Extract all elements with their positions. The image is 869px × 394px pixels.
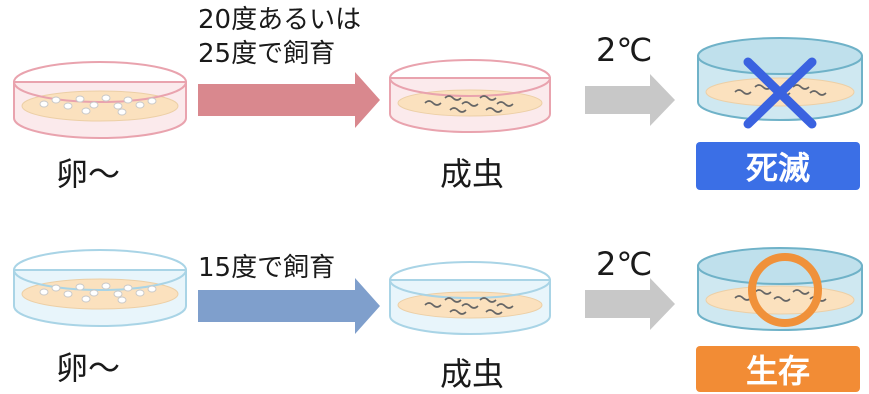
cross-icon bbox=[743, 57, 817, 129]
arrow-rearing-cool bbox=[198, 278, 380, 334]
rearing-condition-warm-line2: 25度で飼育 bbox=[198, 39, 336, 69]
start-label-cool: 卵〜 bbox=[56, 349, 121, 387]
cold-dish-survived bbox=[697, 247, 863, 331]
row-cool bbox=[13, 247, 863, 335]
cold-treatment-cool: 2℃ bbox=[596, 245, 653, 283]
adult-label-warm: 成虫 bbox=[440, 155, 505, 193]
outcome-badge-survived: 生存 bbox=[696, 346, 860, 392]
circle-icon bbox=[748, 253, 822, 327]
larvae bbox=[424, 95, 514, 113]
adult-dish-warm bbox=[389, 59, 551, 133]
row-warm bbox=[13, 37, 863, 139]
arrow-cold-warm-row bbox=[585, 74, 675, 126]
cold-treatment-warm: 2℃ bbox=[596, 31, 653, 69]
rearing-condition-cool: 15度で飼育 bbox=[198, 253, 336, 283]
rearing-condition-warm-line1: 20度あるいは bbox=[198, 5, 362, 35]
outcome-badge-died: 死滅 bbox=[696, 142, 860, 190]
eggs bbox=[39, 94, 157, 116]
larvae bbox=[424, 297, 514, 315]
egg-dish-cool bbox=[13, 249, 187, 327]
egg-dish-warm bbox=[13, 61, 187, 139]
cold-dish-died bbox=[697, 37, 863, 129]
arrow-cold-cool-row bbox=[585, 278, 675, 330]
adult-dish-cool bbox=[389, 261, 551, 335]
larvae bbox=[734, 289, 827, 302]
adult-label-cool: 成虫 bbox=[440, 355, 505, 393]
start-label-warm: 卵〜 bbox=[56, 155, 121, 193]
arrow-rearing-warm bbox=[198, 72, 380, 128]
eggs bbox=[39, 282, 157, 304]
